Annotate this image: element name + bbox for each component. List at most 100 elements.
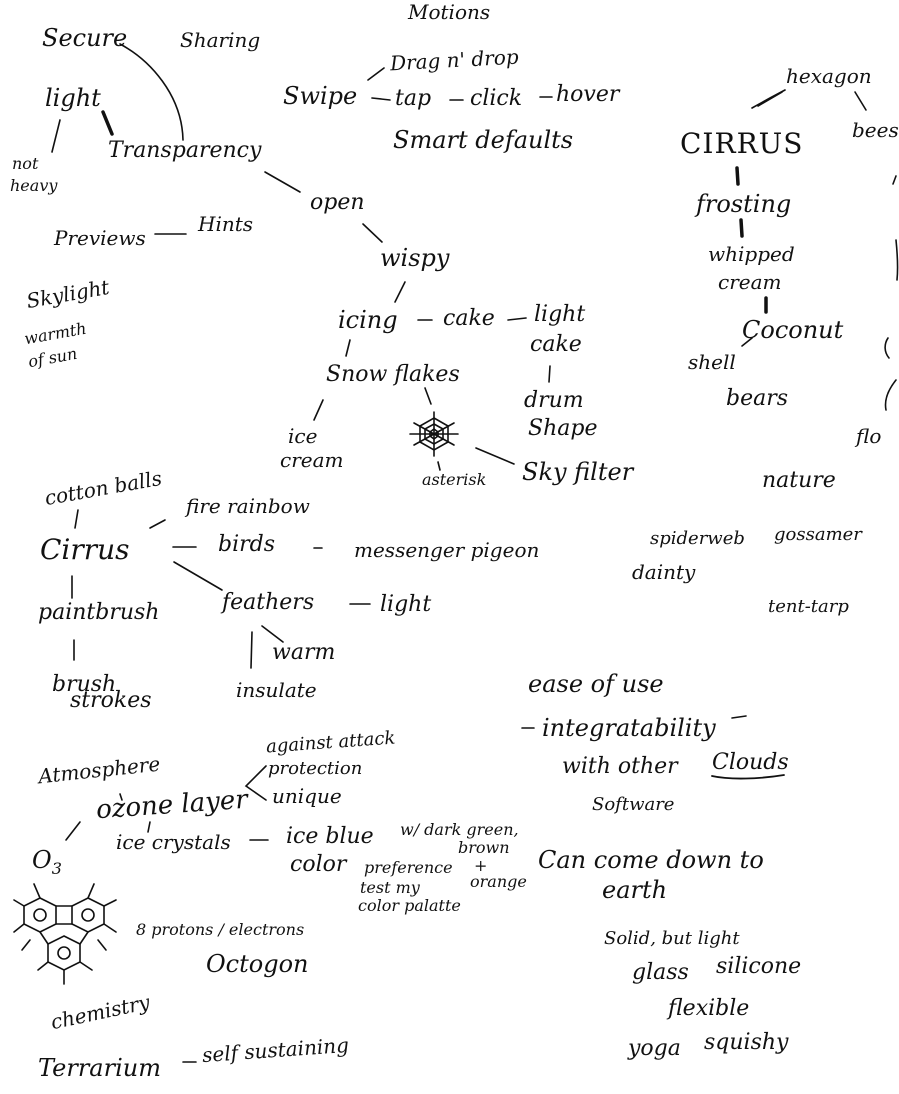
shape-label: Shape xyxy=(528,416,598,441)
connector-ozone-bracket xyxy=(244,765,267,801)
cream2-label: cream xyxy=(718,270,782,294)
cream-label: cream xyxy=(280,448,344,472)
yoga-label: yoga xyxy=(628,1036,681,1061)
orange-label: orange xyxy=(470,872,527,891)
protection-label: protection xyxy=(268,758,363,779)
glass-label: glass xyxy=(632,960,689,985)
connector-light-transparency xyxy=(101,110,114,136)
ice-crystals-label: ice crystals xyxy=(116,830,231,854)
motions-label: Motions xyxy=(408,0,491,24)
connector-hexagon-bees xyxy=(854,91,867,111)
dash-integratability-right xyxy=(731,715,747,719)
paintbrush-label: paintbrush xyxy=(38,600,160,625)
ice-blue-label: ice blue xyxy=(286,824,374,849)
earth-label: earth xyxy=(602,876,668,904)
hints-label: Hints xyxy=(198,212,254,236)
connector-swipe-tap xyxy=(371,97,391,101)
dark-green-label: w/ dark green, xyxy=(400,820,519,839)
clouds-underline xyxy=(711,774,785,780)
messenger-pigeon-label: messenger pigeon xyxy=(354,538,540,562)
insulate-label: insulate xyxy=(236,678,317,702)
connector-coconut-shell xyxy=(741,337,753,347)
connector-doodle-skyfilter xyxy=(475,447,515,465)
cake-label: cake xyxy=(443,306,495,331)
cirrus-label: Cirrus xyxy=(40,533,130,566)
connector-frosting-whipped xyxy=(739,218,744,238)
flexible-label: flexible xyxy=(668,996,750,1021)
software-label: Software xyxy=(592,794,675,815)
light-label: light xyxy=(45,84,101,112)
connector-snowflakes-icecream xyxy=(313,399,324,421)
connector-light-not xyxy=(51,119,61,153)
connector-ozone-o3 xyxy=(65,821,81,841)
snowflake-doodle xyxy=(409,411,459,457)
smart-defaults-label: Smart defaults xyxy=(393,126,574,154)
flo-label: flo xyxy=(856,424,882,448)
previews-label: Previews xyxy=(54,226,146,250)
connector-swipe-drag xyxy=(367,67,385,81)
light-cake-label-2: cake xyxy=(530,332,582,357)
preference-label: preference xyxy=(364,858,453,877)
snowflakes-label: Snow flakes xyxy=(326,362,460,387)
secure-label: Secure xyxy=(42,24,128,52)
connector-cirrus-firerainbow xyxy=(149,519,166,529)
coconut-label: Coconut xyxy=(742,316,844,344)
heavy-label: heavy xyxy=(10,176,58,195)
solid-but-light-label: Solid, but light xyxy=(604,928,740,949)
connector-cirrus-feathers xyxy=(173,561,223,591)
connector-cotton-cirrus xyxy=(74,509,79,529)
edge-mark-4 xyxy=(884,379,897,411)
edge-mark-3 xyxy=(884,337,890,359)
edge-mark-1 xyxy=(892,175,897,185)
clouds-label: Clouds xyxy=(712,750,789,775)
drum-label: drum xyxy=(524,388,584,413)
connector-feathers-warm xyxy=(261,625,284,643)
connector-secure-transparency xyxy=(119,43,184,141)
wispy-label: wispy xyxy=(380,244,450,272)
octogon-label: Octogon xyxy=(206,950,309,978)
with-other-label: with other xyxy=(562,754,678,779)
connector-cirrus-frosting xyxy=(735,166,740,186)
icing-label: icing xyxy=(338,306,398,334)
connector-icing-snowflakes xyxy=(345,339,351,357)
feathers-label: feathers xyxy=(222,590,315,615)
color-label: color xyxy=(290,852,347,877)
bees-label: bees xyxy=(852,118,899,142)
integratability-label: integratability xyxy=(542,714,716,742)
ice-label: ice xyxy=(288,424,318,448)
sky-filter-label: Sky filter xyxy=(522,458,634,486)
asterisk-label: asterisk xyxy=(422,470,487,489)
swipe-label: Swipe xyxy=(283,82,358,110)
gossamer-label: gossamer xyxy=(774,524,862,545)
connector-atmosphere-ozone xyxy=(119,793,123,801)
drag-drop-label: Drag n' drop xyxy=(389,44,520,76)
warm-label: warm xyxy=(272,640,336,665)
o3-subscript: 3 xyxy=(51,858,62,878)
silicone-label: silicone xyxy=(716,954,802,979)
frosting-label: frosting xyxy=(696,190,792,218)
birds-label: birds xyxy=(218,532,276,557)
connector-doodle-asterisk xyxy=(437,461,441,471)
open-label: open xyxy=(310,190,365,215)
connector-feathers-insulate xyxy=(250,631,253,669)
color-palette-label: color palatte xyxy=(358,896,461,915)
o3-label: O3 xyxy=(32,848,62,877)
plus-label: + xyxy=(474,856,488,875)
molecule-doodle xyxy=(13,883,117,985)
terrarium-label: Terrarium xyxy=(38,1054,161,1082)
nature-label: nature xyxy=(762,468,836,493)
connector-cirrus-hexagon-2 xyxy=(757,91,783,107)
spiderweb-label: spiderweb xyxy=(650,528,745,549)
edge-mark-2 xyxy=(895,239,899,281)
brush-label: brush xyxy=(52,672,117,697)
connector-snowflakes-doodle xyxy=(424,387,432,405)
connector-lightcake-drum xyxy=(548,365,551,383)
connector-transparency-open xyxy=(264,171,301,193)
connector-wispy-icing xyxy=(394,281,406,303)
protons-label: 8 protons / electrons xyxy=(136,920,305,939)
connector-ozone-icecrystals xyxy=(147,821,151,833)
test-my-label: test my xyxy=(360,878,420,897)
whipped-label: whipped xyxy=(708,242,795,266)
tap-label: tap xyxy=(395,86,432,111)
